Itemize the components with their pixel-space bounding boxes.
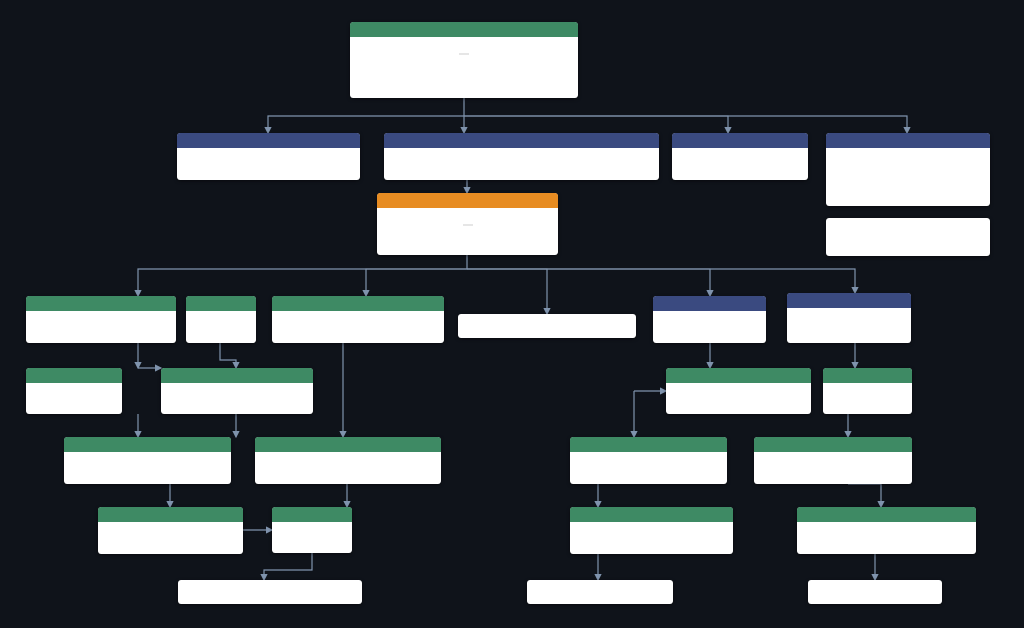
node-header [186,296,256,311]
node-header [255,437,441,452]
node-mid[interactable] [377,193,558,255]
node-header [666,368,811,383]
connector-edge [260,553,313,582]
connector-edge [467,268,551,316]
node-header [570,507,733,522]
connector-edge [464,115,732,135]
node-chip-row [377,213,558,231]
node-header [653,296,766,311]
node-chip [462,224,473,226]
node-header [823,368,912,383]
node-l4b[interactable] [161,368,313,414]
node-l3f[interactable] [787,293,911,343]
node-l3d[interactable] [458,314,636,338]
node-l7c[interactable] [808,580,942,604]
node-l5a[interactable] [64,437,231,484]
node-header [754,437,912,452]
node-l3a[interactable] [26,296,176,343]
node-l7a[interactable] [178,580,362,604]
node-header [272,507,352,522]
node-header [272,296,444,311]
node-header [377,193,558,208]
node-l1c[interactable] [672,133,808,180]
node-l4d[interactable] [823,368,912,414]
node-l6c[interactable] [570,507,733,554]
node-header [384,133,659,148]
connector-edge [467,268,714,298]
connector-edge [264,115,464,135]
node-chip [459,53,469,55]
node-l1b[interactable] [384,133,659,180]
node-root[interactable] [350,22,578,98]
node-note1[interactable] [826,218,990,256]
connector-edge [134,255,468,298]
node-l7b[interactable] [527,580,673,604]
node-l5d[interactable] [754,437,912,484]
node-header [26,368,122,383]
node-header [570,437,727,452]
node-header [826,133,990,148]
connector-edge [467,268,859,295]
node-header [797,507,976,522]
node-header [672,133,808,148]
node-l3b[interactable] [186,296,256,343]
node-l4c[interactable] [666,368,811,414]
connector-edge [362,268,467,298]
connector-edge [848,483,885,509]
node-l1d[interactable] [826,133,990,206]
node-header [26,296,176,311]
node-header [177,133,360,148]
node-chip-row [350,42,578,60]
node-l5c[interactable] [570,437,727,484]
node-header [64,437,231,452]
node-l5b[interactable] [255,437,441,484]
node-header [98,507,243,522]
node-l6a[interactable] [98,507,243,554]
connector-edge [464,115,911,135]
node-l3c[interactable] [272,296,444,343]
node-l1a[interactable] [177,133,360,180]
node-l3e[interactable] [653,296,766,343]
node-l6b[interactable] [272,507,352,553]
node-l4a[interactable] [26,368,122,414]
connector-edge [219,343,240,370]
node-header [161,368,313,383]
node-l6d[interactable] [797,507,976,554]
node-header [787,293,911,308]
node-header [350,22,578,37]
